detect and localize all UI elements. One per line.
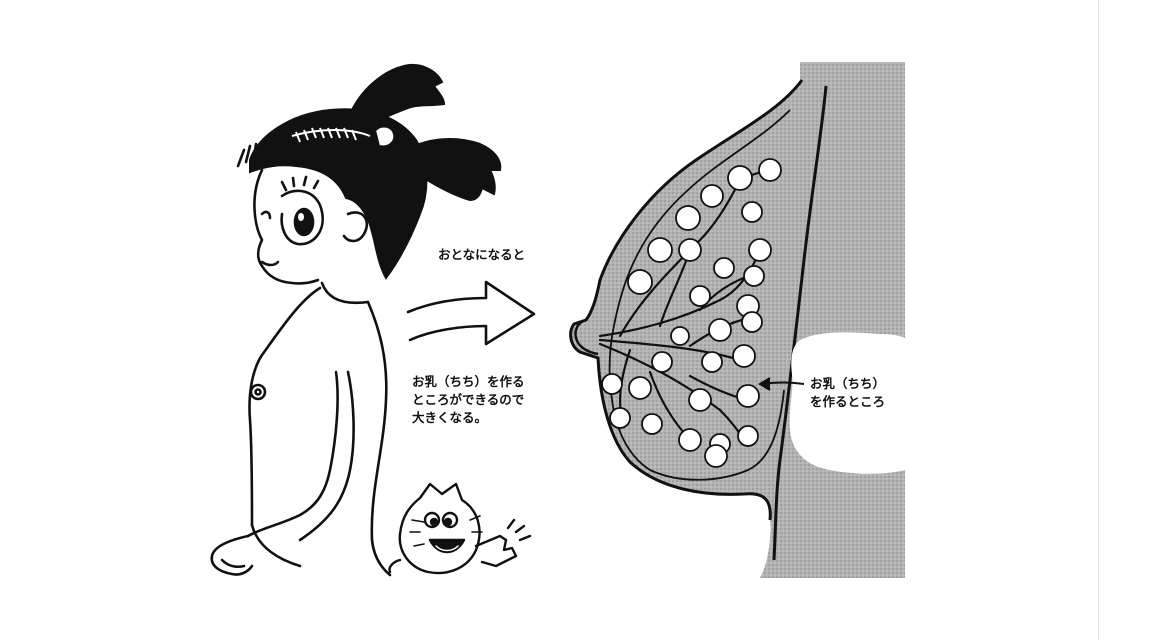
lobules (601, 158, 782, 468)
label-grows-bigger: お乳（ちち）を作る ところができるので 大きくなる。 (412, 373, 525, 427)
girl-hair (249, 64, 502, 280)
label-grows-line-1: お乳（ちち）を作る (412, 374, 525, 389)
label-when-adult-text: おとなになると (438, 247, 526, 262)
arrow-right-icon (406, 280, 536, 346)
label-milk-gland: お乳（ちち） を作るところ (810, 375, 885, 411)
girl-figure (210, 142, 392, 577)
breast-cross-section (569, 62, 905, 578)
label-gland-line-1: お乳（ちち） (810, 376, 886, 391)
label-grows-line-3: 大きくなる。 (412, 410, 488, 425)
label-grows-line-2: ところができるので (412, 392, 525, 407)
label-gland-line-2: を作るところ (810, 394, 886, 409)
right-edge-divider (1098, 0, 1099, 640)
cat-character (388, 482, 532, 575)
label-when-adult: おとなになると (438, 246, 525, 264)
